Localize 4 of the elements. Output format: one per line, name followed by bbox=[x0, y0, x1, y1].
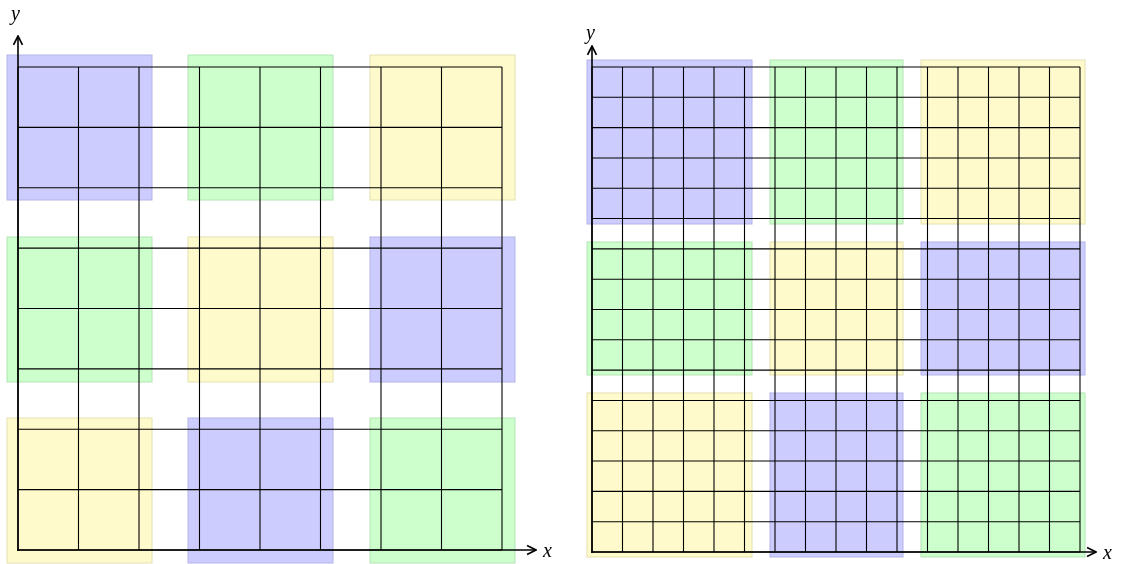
axis-label: x bbox=[543, 540, 552, 560]
axis-label: y bbox=[11, 3, 20, 23]
axis-label: x bbox=[1103, 542, 1112, 562]
axis-label: y bbox=[586, 22, 595, 42]
